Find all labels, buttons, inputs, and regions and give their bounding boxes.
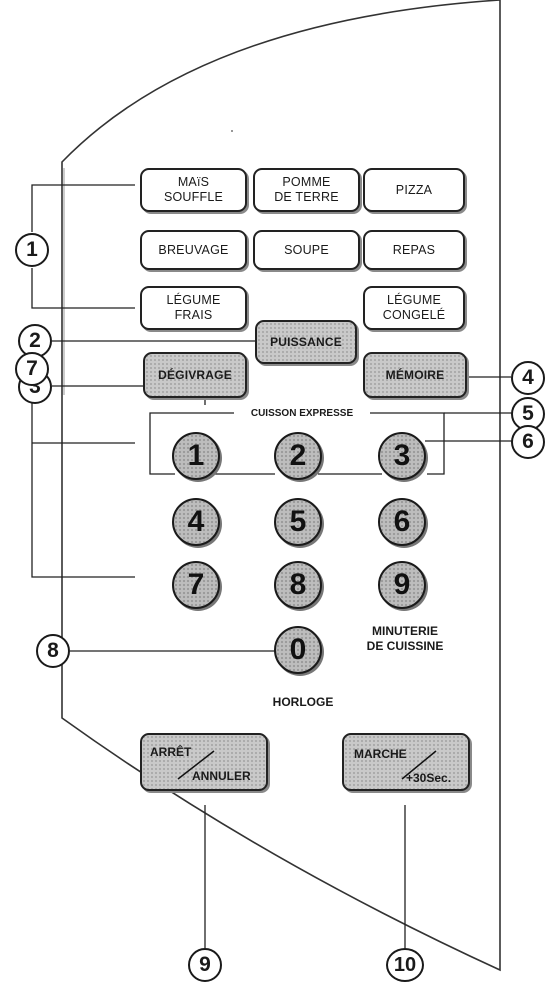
arret-annuler-button[interactable]: ARRÊT ANNULER <box>140 733 268 791</box>
soupe-button[interactable]: SOUPE <box>253 230 360 270</box>
callout-1: 1 <box>15 233 49 267</box>
number-key-8[interactable]: 8 <box>274 561 322 609</box>
number-key-9[interactable]: 9 <box>378 561 426 609</box>
cuisson-express-label: CUISSON EXPRESSE <box>234 406 370 421</box>
pomme-line2: DE TERRE <box>274 190 339 204</box>
memoire-button[interactable]: MÉMOIRE <box>363 352 467 398</box>
soupe-label: SOUPE <box>284 242 329 257</box>
repas-label: REPAS <box>392 242 436 257</box>
memoire-label: MÉMOIRE <box>385 367 445 382</box>
callout-7: 7 <box>15 352 49 386</box>
pizza-label: PIZZA <box>395 182 433 197</box>
breuvage-button[interactable]: BREUVAGE <box>140 230 247 270</box>
callout-9: 9 <box>188 948 222 982</box>
number-key-5[interactable]: 5 <box>274 498 322 546</box>
panel-border <box>61 0 501 972</box>
number-key-2[interactable]: 2 <box>274 432 322 480</box>
minuterie-line1: MINUTERIE <box>372 624 438 638</box>
callout-6: 6 <box>511 425 545 459</box>
marche-slash-icon <box>401 750 437 780</box>
pizza-button[interactable]: PIZZA <box>363 168 465 212</box>
panel-dot <box>231 130 233 132</box>
minuterie-label: MINUTERIE DE CUISSINE <box>350 624 460 654</box>
number-key-7[interactable]: 7 <box>172 561 220 609</box>
leader-line-1 <box>31 184 135 309</box>
legume-congele-line2: CONGELÉ <box>382 308 446 322</box>
callout-4: 4 <box>511 361 545 395</box>
marche-label: MARCHE <box>354 747 407 761</box>
number-key-1[interactable]: 1 <box>172 432 220 480</box>
legume-congele-line1: LÉGUME <box>387 293 441 307</box>
legume-frais-line2: FRAIS <box>174 308 213 322</box>
minuterie-line2: DE CUISSINE <box>366 639 444 653</box>
arret-slash-icon <box>177 750 215 780</box>
annuler-label: ANNULER <box>192 769 251 783</box>
number-key-3[interactable]: 3 <box>378 432 426 480</box>
cuisson-express-bracket <box>149 412 445 475</box>
marche-30sec-button[interactable]: MARCHE +30Sec. <box>342 733 470 791</box>
degivrage-label: DÉGIVRAGE <box>158 367 232 382</box>
mais-souffle-line2: SOUFFLE <box>163 190 224 204</box>
puissance-button[interactable]: PUISSANCE <box>255 320 357 364</box>
legume-frais-line1: LÉGUME <box>166 293 221 307</box>
degivrage-button[interactable]: DÉGIVRAGE <box>143 352 247 398</box>
puissance-label: PUISSANCE <box>270 334 342 349</box>
number-key-0[interactable]: 0 <box>274 626 322 674</box>
number-key-6[interactable]: 6 <box>378 498 426 546</box>
mais-souffle-line1: MAïS <box>177 175 210 189</box>
number-key-4[interactable]: 4 <box>172 498 220 546</box>
pomme-line1: POMME <box>282 175 331 189</box>
arret-label: ARRÊT <box>150 745 192 759</box>
callout-10: 10 <box>386 948 424 982</box>
callout-8: 8 <box>36 634 70 668</box>
plus-30sec-label: +30Sec. <box>406 771 452 785</box>
repas-button[interactable]: REPAS <box>363 230 465 270</box>
horloge-label: HORLOGE <box>272 695 334 709</box>
breuvage-label: BREUVAGE <box>158 242 229 257</box>
